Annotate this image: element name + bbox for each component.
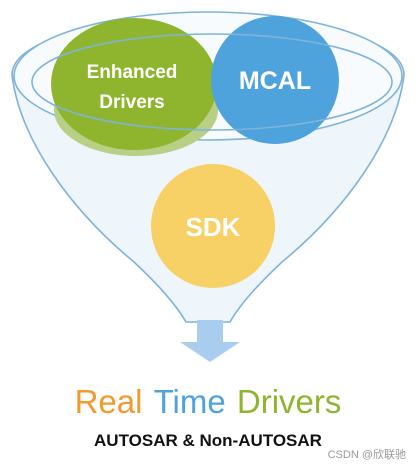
watermark-text: CSDN @欣联驰 [327, 449, 406, 461]
funnel-rim-inner [31, 33, 393, 131]
mcal-bubble [211, 16, 339, 144]
mcal-label: MCAL [239, 67, 311, 95]
headline-word-real: Real [74, 383, 143, 420]
sdk-label: SDK [186, 212, 241, 242]
enhanced-drivers-label-line1: Enhanced [87, 62, 178, 83]
sdk-bubble [151, 164, 275, 288]
headline-real-time-drivers: Real Time Drivers [0, 382, 416, 422]
headline-word-time: Time [153, 383, 226, 420]
down-arrow-icon [180, 320, 240, 362]
subtitle-autosar: AUTOSAR & Non-AUTOSAR [94, 431, 322, 450]
enhanced-drivers-bubble [51, 18, 217, 150]
enhanced-drivers-label-line2: Drivers [99, 92, 165, 113]
headline-word-drivers: Drivers [236, 383, 342, 420]
